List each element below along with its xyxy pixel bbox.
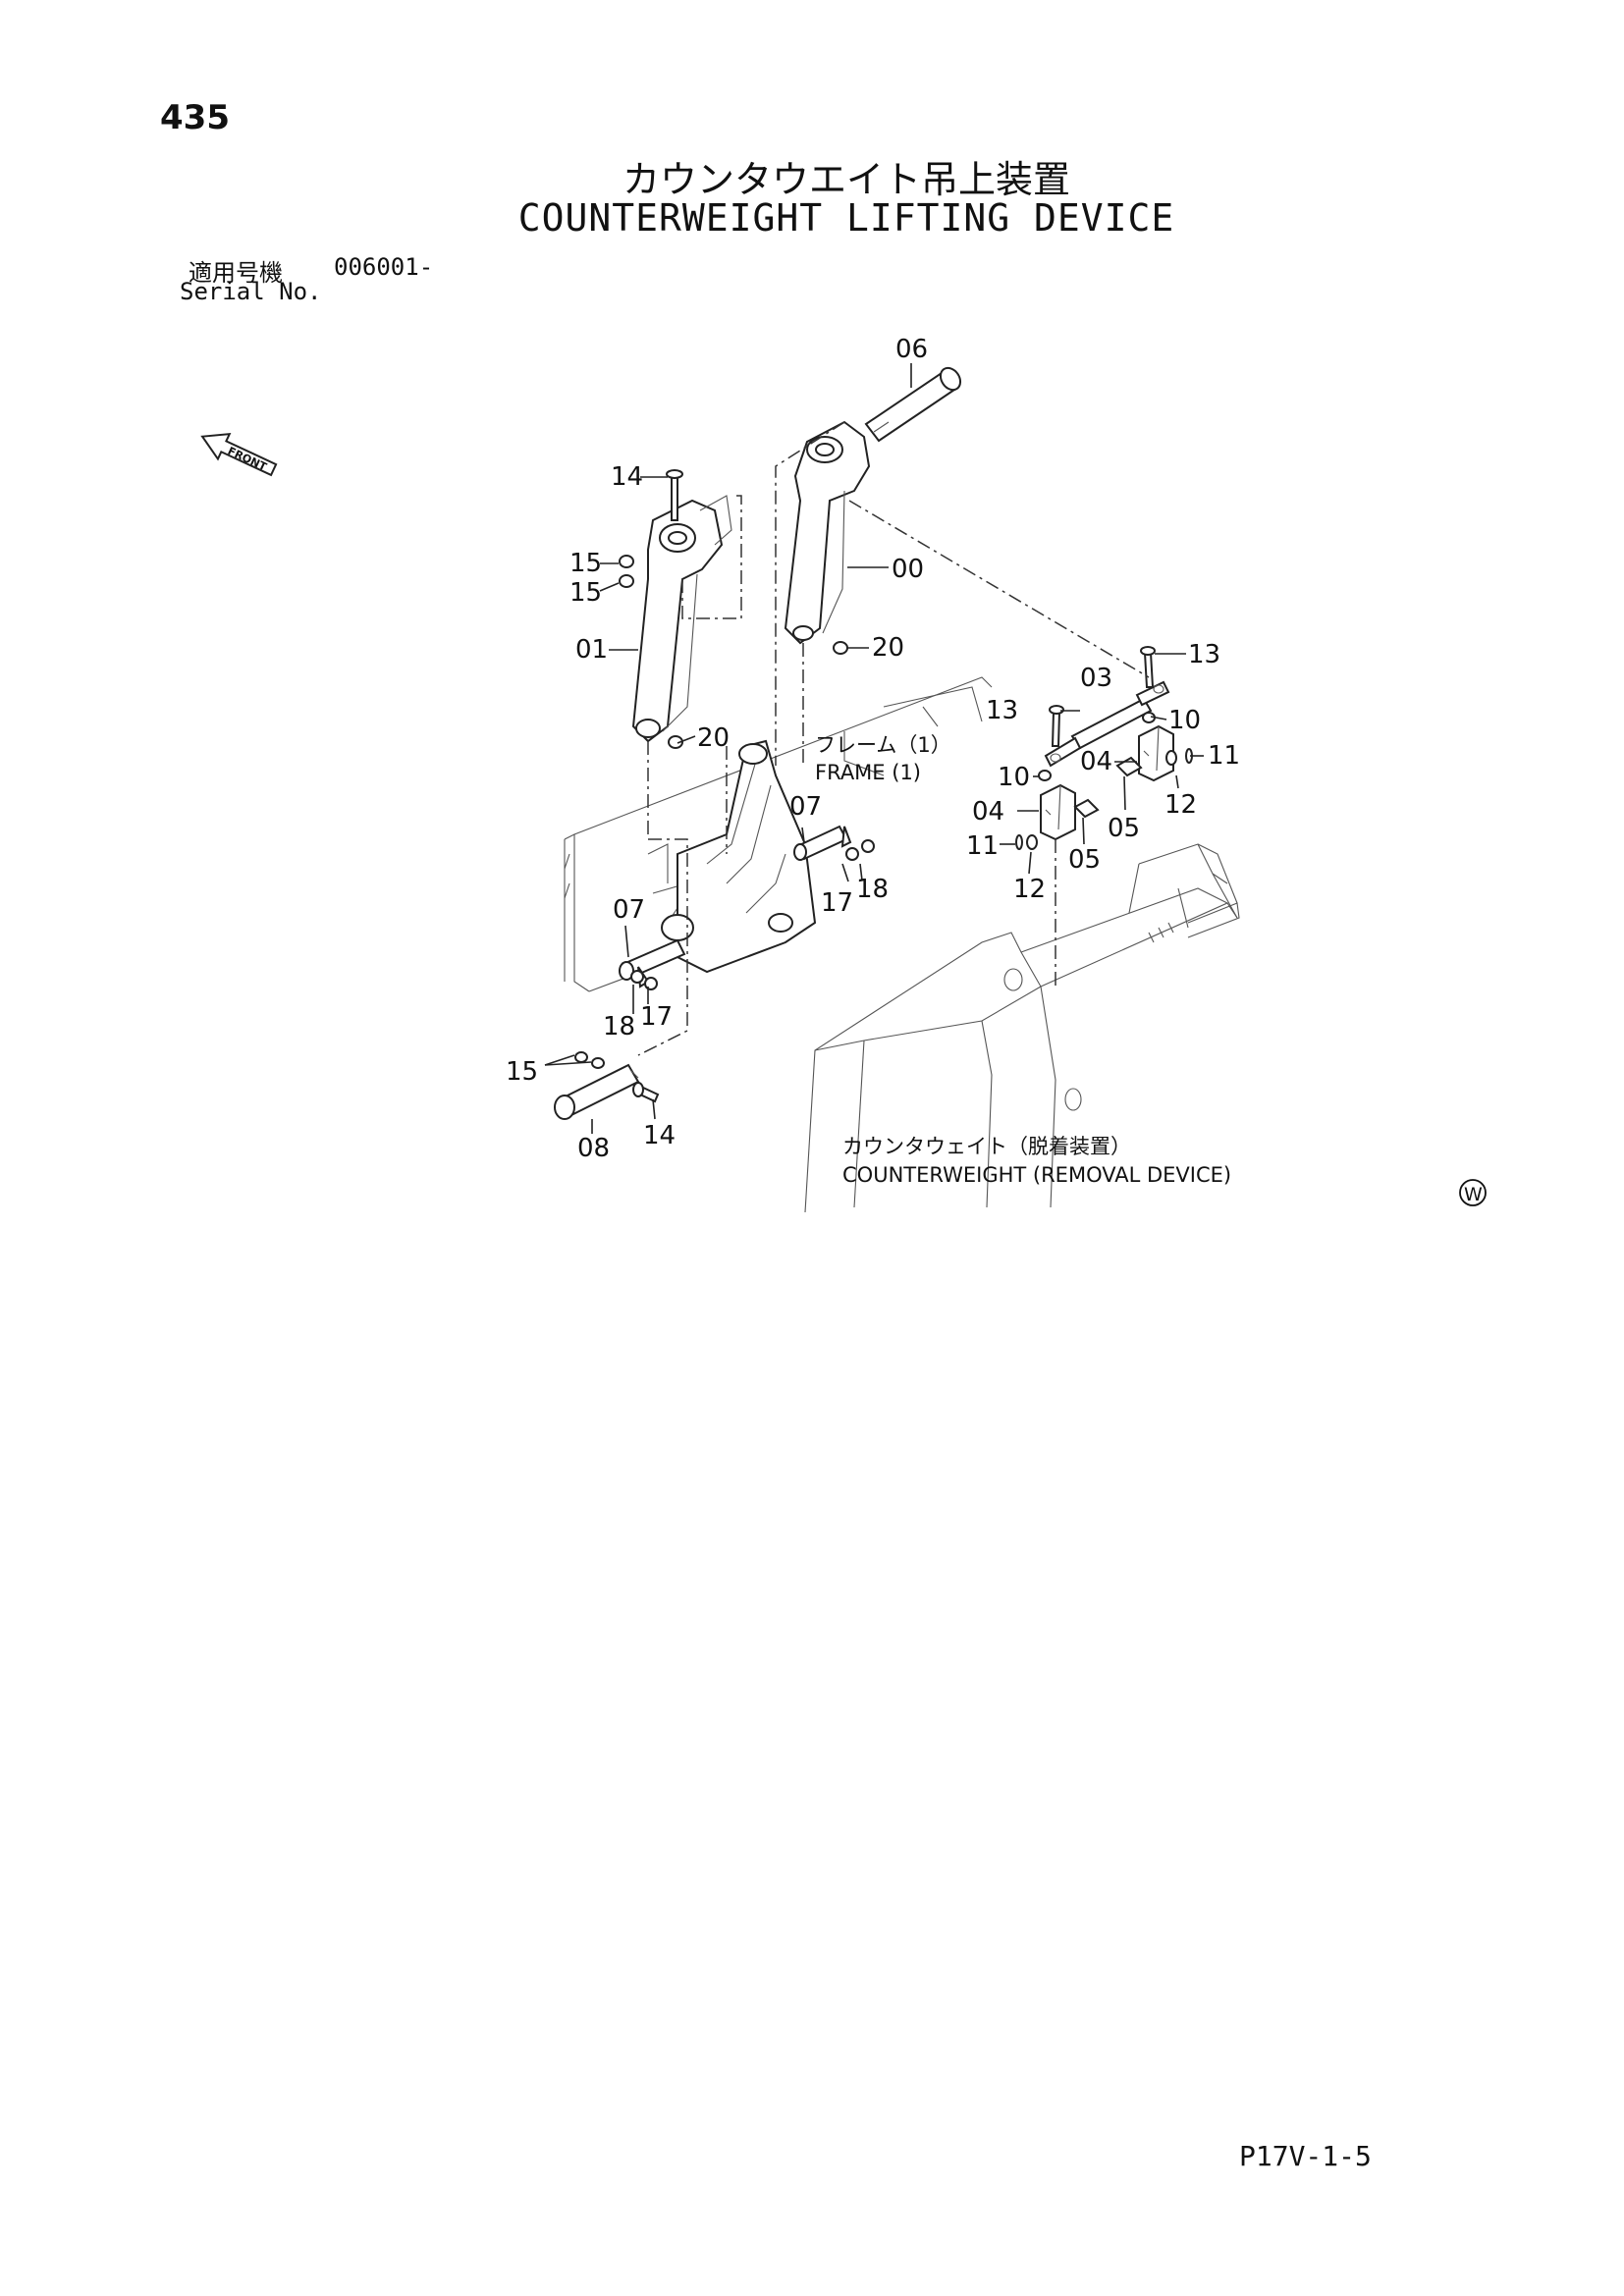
bolt-13-b (1049, 705, 1064, 747)
callout-13: 13 (986, 696, 1018, 725)
callout-17: 17 (821, 888, 853, 918)
serial-number: 006001- (334, 253, 434, 281)
callout-07: 07 (789, 792, 822, 822)
callout-01: 01 (575, 635, 608, 665)
callout-15: 15 (569, 578, 602, 608)
callout-15: 15 (569, 549, 602, 578)
part-01-arm (631, 495, 732, 743)
callout-15: 15 (506, 1057, 538, 1087)
callout-03: 03 (1080, 664, 1112, 693)
front-label: FRONT (226, 445, 269, 474)
part-08-pin (554, 1063, 640, 1120)
part-07-pin-a (793, 825, 852, 861)
callout-07: 07 (613, 895, 645, 925)
part-05-pin-a (1073, 798, 1100, 819)
bolt-13-a (1140, 646, 1156, 688)
frame-label-japanese: フレーム（1） (815, 733, 951, 757)
callout-08: 08 (577, 1134, 610, 1163)
callout-00: 00 (892, 555, 924, 584)
nuts-small (574, 555, 875, 1069)
counterweight-body (804, 843, 1240, 1213)
title-english: COUNTERWEIGHT LIFTING DEVICE (517, 196, 1175, 240)
callout-20: 20 (872, 633, 904, 663)
callout-05: 05 (1108, 814, 1140, 843)
assembly-lines (637, 421, 1150, 1056)
part-03-turnbuckle (1044, 680, 1170, 768)
callout-10: 10 (1168, 706, 1201, 735)
part-05-pin-b (1115, 756, 1143, 777)
part-00-arm (784, 420, 871, 645)
serial-label-japanese: 適用号機 (189, 259, 283, 287)
part-04-clevis-b (1138, 724, 1174, 782)
w-mark-icon: W (1459, 1179, 1487, 1206)
callout-04: 04 (1080, 747, 1112, 776)
callout-11: 11 (966, 831, 999, 861)
bolt-14-a (666, 469, 683, 521)
callout-10: 10 (998, 763, 1030, 792)
page-number: 435 (160, 98, 230, 137)
callout-14: 14 (611, 462, 643, 492)
bolt-14-b (632, 1082, 660, 1103)
frame-label-english: FRAME (1) (815, 761, 921, 784)
callout-13: 13 (1188, 640, 1220, 669)
callout-11: 11 (1208, 741, 1240, 771)
part-04-clevis-a (1040, 783, 1076, 841)
callout-06: 06 (895, 335, 928, 364)
callout-18: 18 (856, 875, 889, 904)
callout-12: 12 (1164, 790, 1197, 820)
washers-small (1015, 712, 1193, 850)
serial-label-english: Serial No. (180, 278, 322, 305)
frame-bracket (661, 739, 817, 974)
callout-20: 20 (697, 723, 730, 753)
callout-18: 18 (603, 1012, 635, 1041)
callout-17: 17 (640, 1002, 673, 1032)
title-japanese: カウンタウエイト吊上装置 (622, 158, 1070, 201)
callout-12: 12 (1013, 875, 1046, 904)
callout-14: 14 (643, 1121, 676, 1150)
part-06-pin (864, 366, 962, 443)
w-mark-letter: W (1464, 1184, 1483, 1205)
counterweight-label-english: COUNTERWEIGHT (REMOVAL DEVICE) (842, 1163, 1231, 1187)
footer-code: P17V-1-5 (1239, 2140, 1372, 2172)
callout-05: 05 (1068, 845, 1101, 875)
leader-lines (544, 363, 1204, 1134)
frame-outline (564, 676, 993, 992)
callout-labels: 06 14 15 15 00 01 20 20 13 03 13 10 11 0… (506, 335, 1240, 1163)
front-arrow-icon: FRONT (200, 432, 278, 477)
counterweight-label-japanese: カウンタウェイト（脱着装置） (842, 1135, 1131, 1158)
callout-04: 04 (972, 797, 1004, 827)
